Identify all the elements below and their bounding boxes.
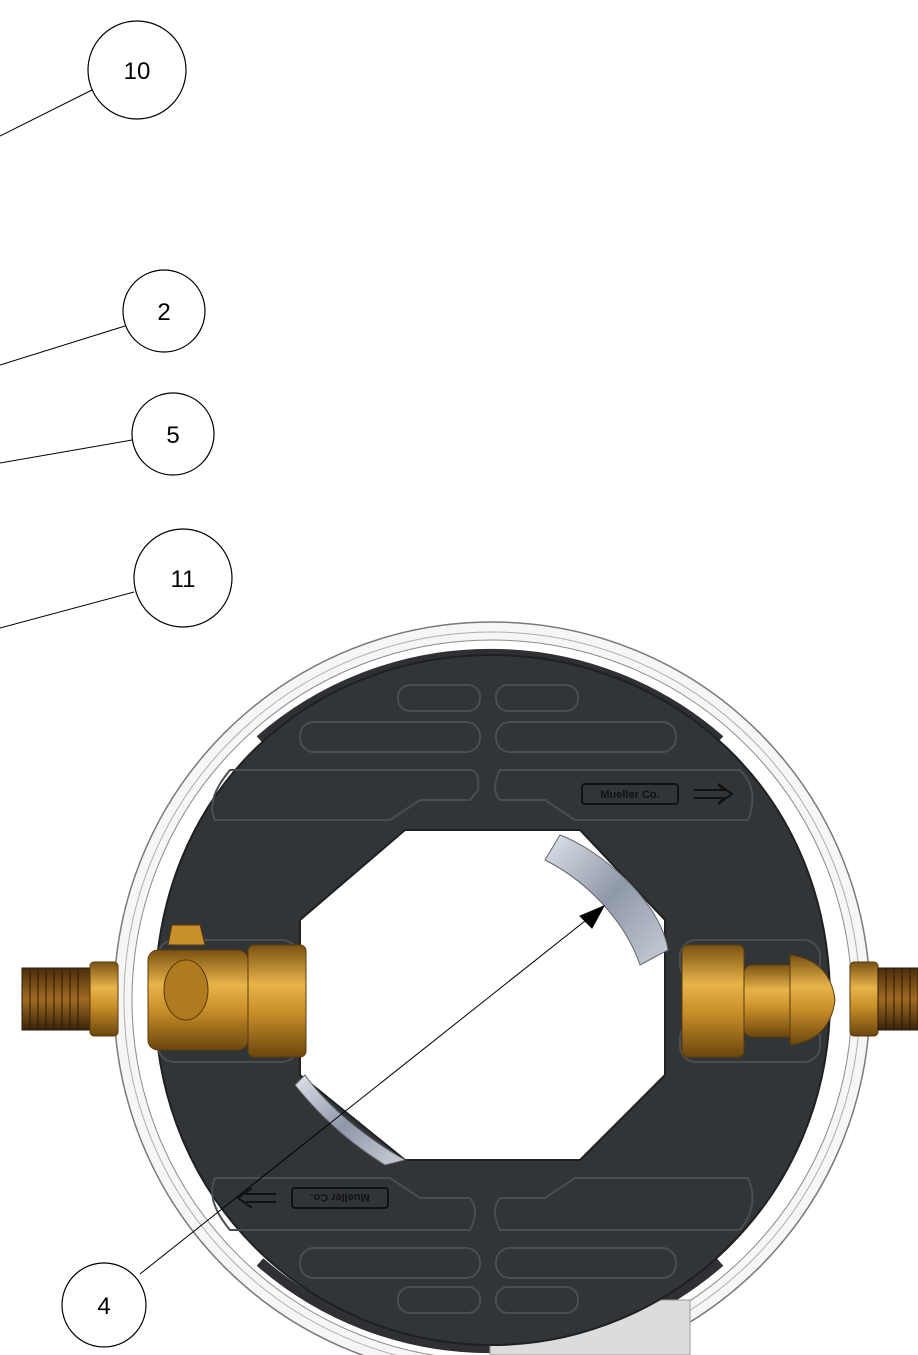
- leader-lines: [0, 89, 606, 1275]
- balloon-5: 5: [131, 392, 215, 476]
- balloon-5-label: 5: [166, 422, 179, 449]
- balloon-11: 11: [133, 528, 233, 628]
- balloon-2: 2: [122, 269, 206, 353]
- leader-4-arrowhead: [579, 904, 606, 929]
- leader-2: [0, 325, 126, 366]
- logo-top: Mueller Co.: [581, 783, 734, 805]
- leader-11: [0, 591, 135, 629]
- leader-10: [0, 89, 93, 137]
- logo-bottom-text: Mueller Co.: [310, 1191, 369, 1203]
- logo-bottom: Mueller Co.: [236, 1187, 389, 1209]
- leader-4: [139, 916, 591, 1275]
- leader-5: [0, 439, 133, 464]
- balloon-10-label: 10: [124, 58, 151, 85]
- balloon-2-label: 2: [157, 299, 170, 326]
- lid-plate: [153, 653, 832, 1347]
- service-pipe: [294, 834, 669, 1166]
- balloon-4-label: 4: [97, 1293, 110, 1320]
- balloon-10: 10: [87, 20, 187, 120]
- logo-top-text: Mueller Co.: [600, 789, 659, 801]
- left-meter-valve: [21, 924, 307, 1058]
- balloon-4: 4: [61, 1262, 147, 1348]
- right-meter-valve: [681, 944, 918, 1058]
- balloon-11-label: 11: [171, 566, 196, 593]
